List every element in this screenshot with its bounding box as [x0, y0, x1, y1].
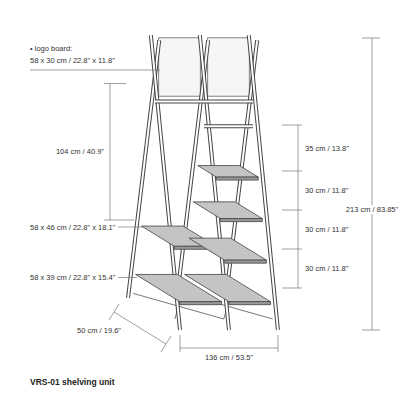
leader-line	[30, 70, 160, 71]
dimension-text: 30 cm / 11.8"	[305, 264, 348, 273]
dimension-tick	[104, 220, 134, 221]
dimension-line	[110, 84, 111, 221]
dimension-tick	[180, 335, 181, 352]
shelf-top	[189, 238, 267, 260]
shelf-edge	[229, 302, 271, 305]
shelf-edge	[180, 302, 222, 305]
dimension-tick	[282, 171, 302, 172]
top-rail	[155, 100, 253, 102]
dimension-line	[372, 38, 373, 330]
part-name: • logo board:	[30, 44, 72, 53]
shelf-edge	[225, 260, 267, 263]
dimension-tick	[282, 125, 302, 126]
shelf-rail	[204, 125, 253, 127]
dimension-tick	[161, 336, 171, 352]
shelf-top	[193, 202, 262, 219]
caption: VRS-01 shelving unit	[30, 377, 115, 387]
dimension-text: 104 cm / 40.9"	[56, 147, 104, 156]
leader-line	[118, 227, 144, 228]
top-rail	[155, 99, 253, 103]
dimension-tick	[282, 288, 302, 289]
shelf-edge	[221, 219, 263, 222]
dimension-tick	[109, 304, 119, 320]
dimension-tick	[104, 83, 126, 84]
dimension-text: 58 x 46 cm / 22.8" x 18.1"	[30, 223, 115, 232]
frame-leg	[249, 35, 278, 330]
leader-line	[118, 277, 137, 278]
dimension-line	[114, 312, 166, 344]
dimension-tick	[362, 330, 380, 331]
dimension-text: 30 cm / 11.8"	[305, 186, 348, 195]
dimension-text: 136 cm / 53.5"	[205, 353, 253, 362]
dimension-text: 35 cm / 13.8"	[305, 144, 349, 153]
logo-board	[159, 38, 201, 96]
shelf-edge	[216, 177, 258, 180]
shelf-top	[198, 166, 259, 178]
dimension-tick	[282, 249, 302, 250]
dimension-text: 58 x 30 cm / 22.8" x 11.8"	[30, 56, 115, 65]
dimension-line	[180, 348, 278, 349]
dimension-text: 58 x 39 cm / 22.8" x 15.4"	[30, 273, 115, 282]
dimension-line	[298, 125, 299, 288]
logo-board	[208, 38, 250, 96]
shelf-rail	[204, 124, 253, 128]
frame-leg	[249, 35, 278, 330]
dimension-tick	[282, 210, 302, 211]
dimension-tick	[278, 335, 279, 352]
dimension-tick	[362, 38, 380, 39]
dimension-text: 30 cm / 11.8"	[305, 225, 348, 234]
shelf-top	[185, 274, 271, 301]
dimension-text: 213 cm / 83.85"	[344, 205, 400, 214]
dimension-text: 50 cm / 19.6"	[77, 326, 121, 335]
